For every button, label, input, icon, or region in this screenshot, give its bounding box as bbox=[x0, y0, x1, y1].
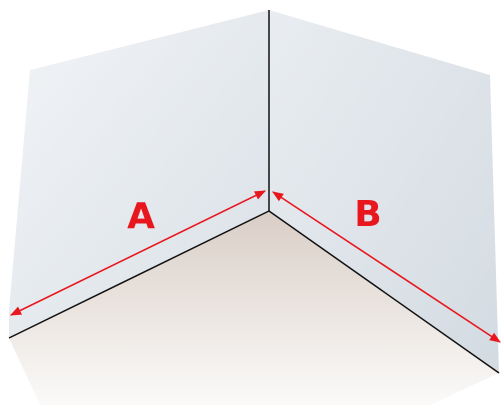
dimension-arrow-b bbox=[272, 191, 501, 343]
dimension-label-b: B bbox=[354, 194, 381, 235]
dimension-label-a: A bbox=[127, 196, 155, 237]
dimension-arrow-a bbox=[9, 190, 267, 316]
